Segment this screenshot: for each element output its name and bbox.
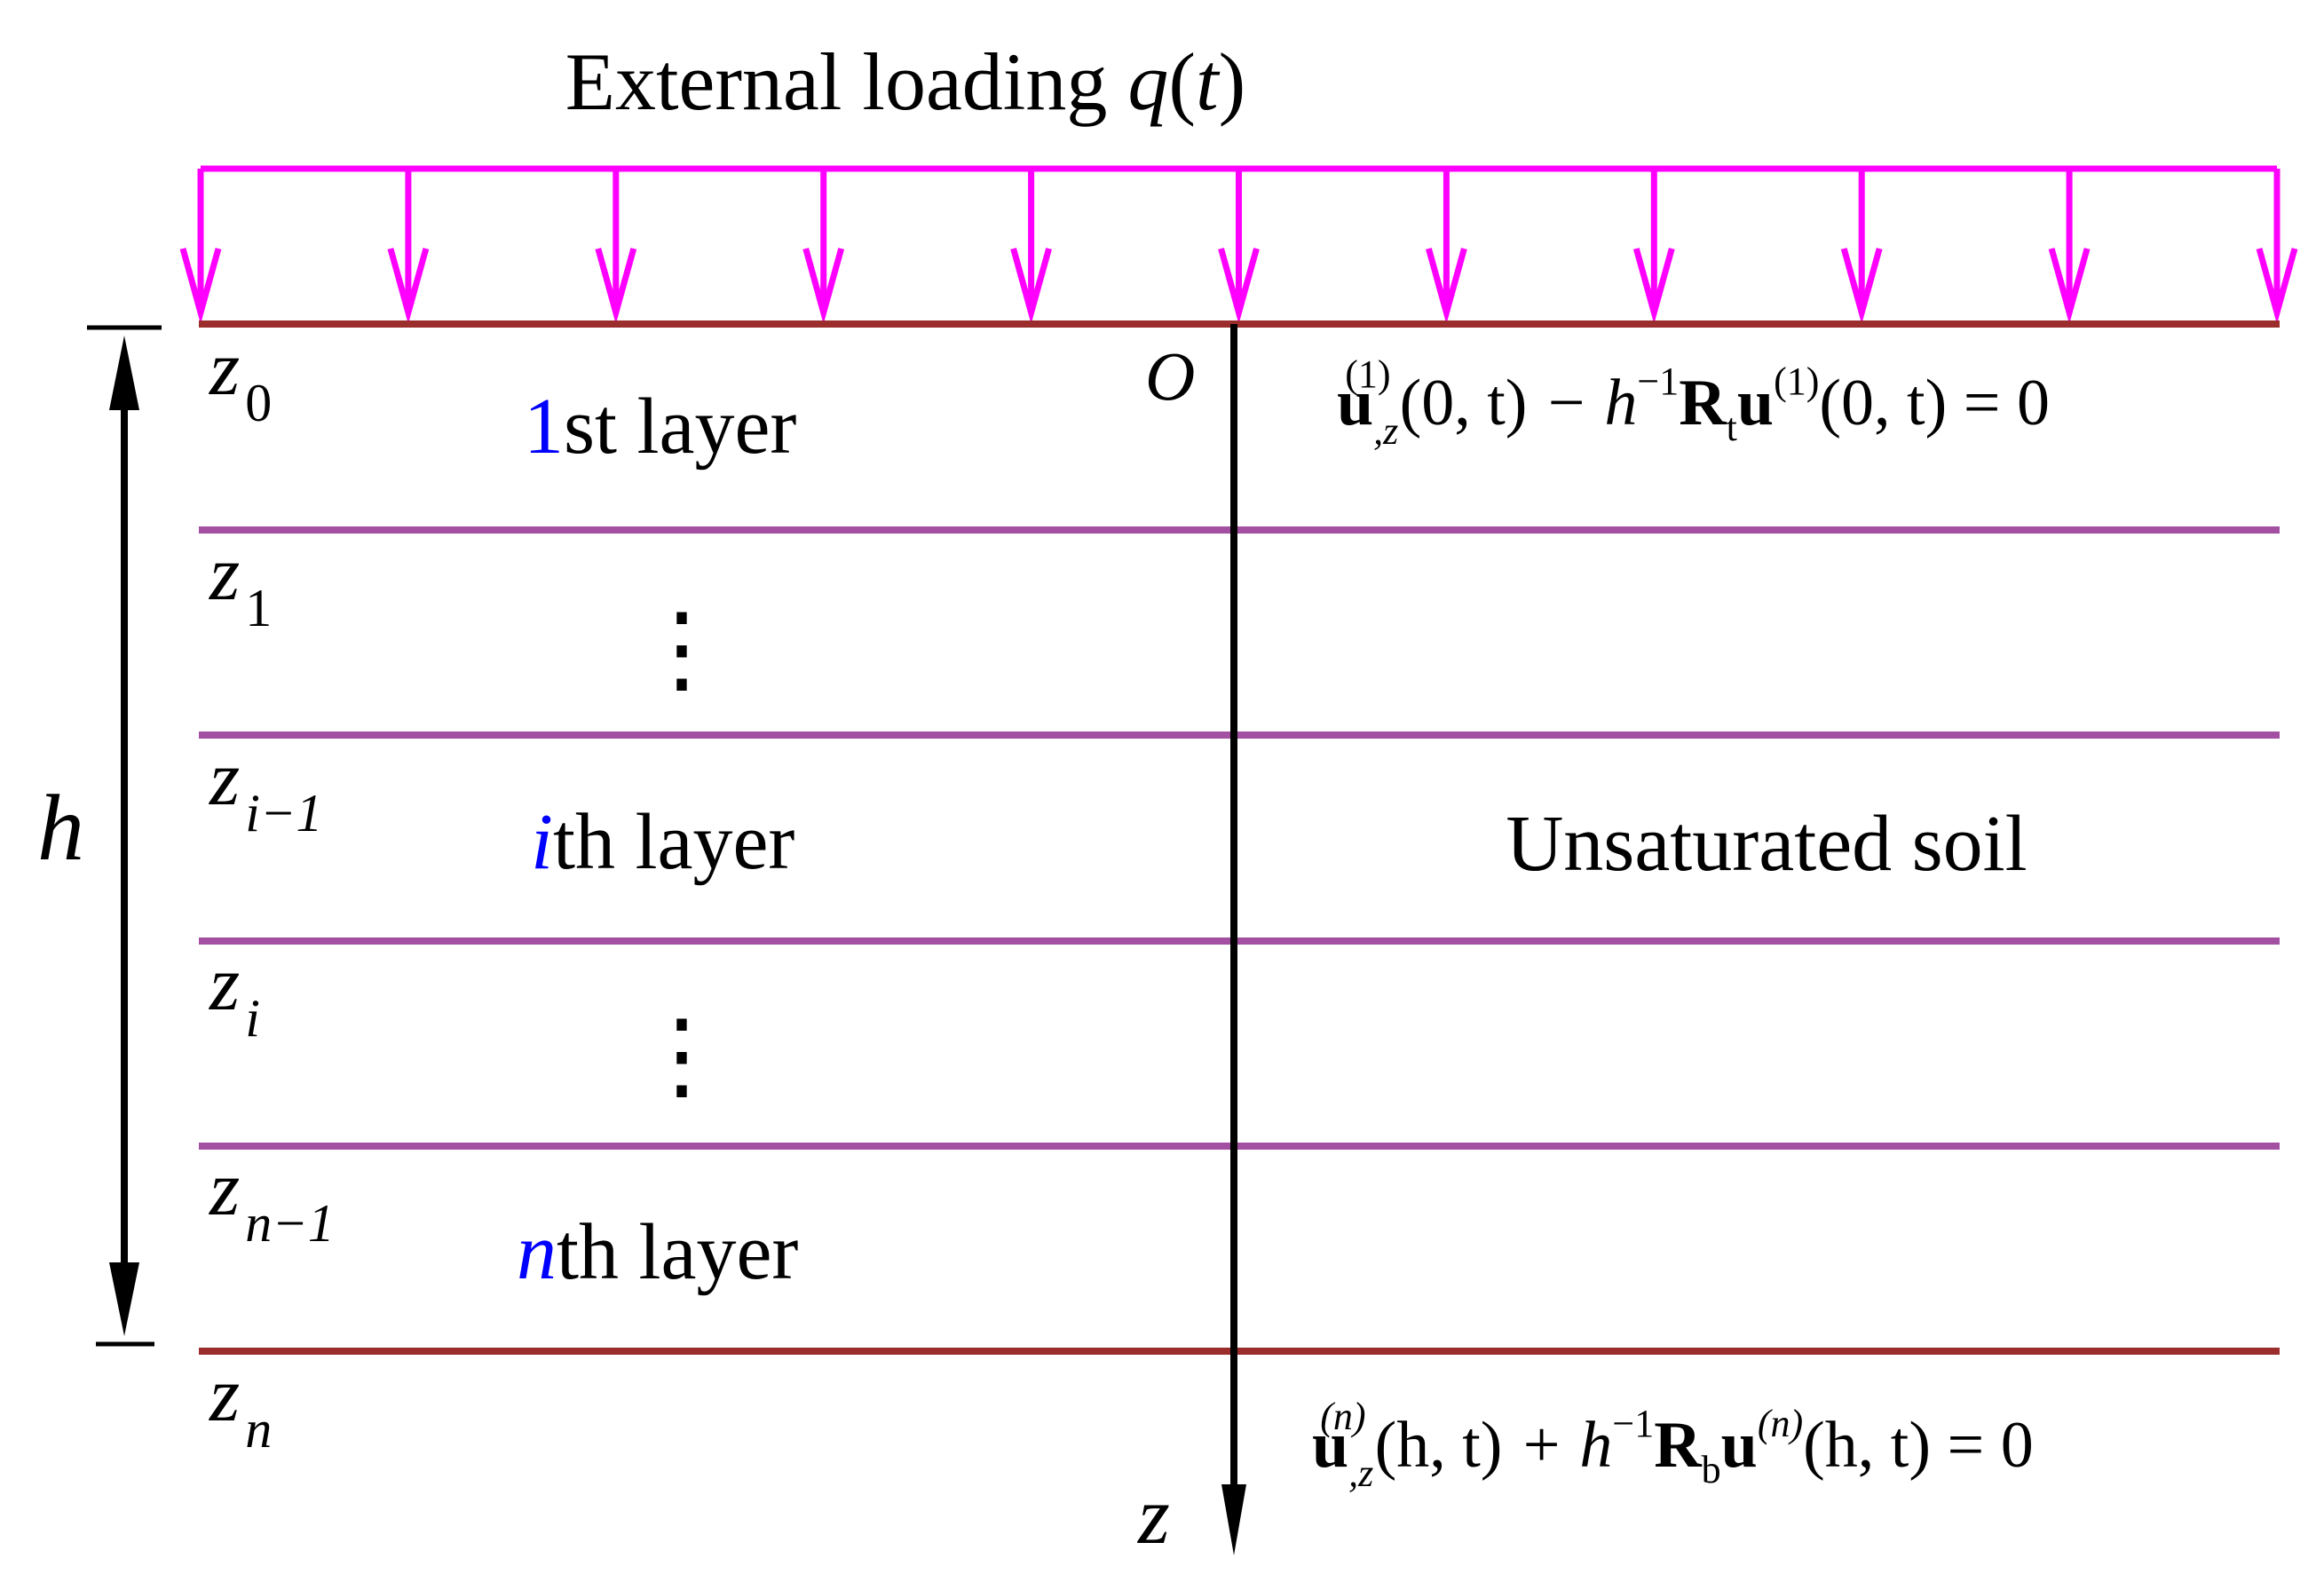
loading-arrowhead: [2048, 248, 2091, 325]
loading-arrowhead: [2256, 248, 2298, 325]
loading-arrowhead: [1010, 248, 1052, 325]
loading-arrowhead: [1632, 248, 1675, 325]
loading-arrowhead: [179, 248, 222, 325]
thickness-label: h: [37, 776, 84, 880]
layer-label-nth: nth layer: [517, 1208, 798, 1296]
origin-label: O: [1145, 337, 1195, 415]
loading-arrowhead: [802, 248, 845, 325]
loading-arrows: [179, 165, 2298, 325]
layer-label-ith: ith layer: [531, 798, 794, 886]
z-axis: [1221, 324, 1246, 1555]
thickness-dimension: [87, 325, 162, 1347]
soil-label: Unsaturated soil: [1506, 800, 2027, 888]
loading-arrowhead: [595, 248, 637, 325]
top-boundary-condition: u,z(1)(0, t) − h−1Rtu(1)(0, t) = 0: [1337, 352, 2050, 453]
ellipsis-upper: ⋮: [633, 595, 731, 703]
layer-label-1st: 1st layer: [524, 383, 796, 471]
thickness-arrow-down: [109, 1262, 139, 1336]
bottom-boundary-condition: u,z(n)(h, t) + h−1Rbu(n)(h, t) = 0: [1312, 1395, 2034, 1495]
loading-arrowhead: [1426, 248, 1467, 325]
thickness-arrow-up: [109, 336, 139, 410]
loading-title: External loading q(t): [565, 36, 1245, 127]
loading-arrowhead: [387, 248, 430, 325]
loading-arrowhead: [1218, 248, 1260, 325]
z-axis-arrowhead: [1221, 1484, 1246, 1555]
ellipsis-lower: ⋮: [633, 1001, 731, 1110]
loading-arrowhead: [1840, 248, 1883, 325]
z-axis-label: z: [1136, 1470, 1170, 1561]
